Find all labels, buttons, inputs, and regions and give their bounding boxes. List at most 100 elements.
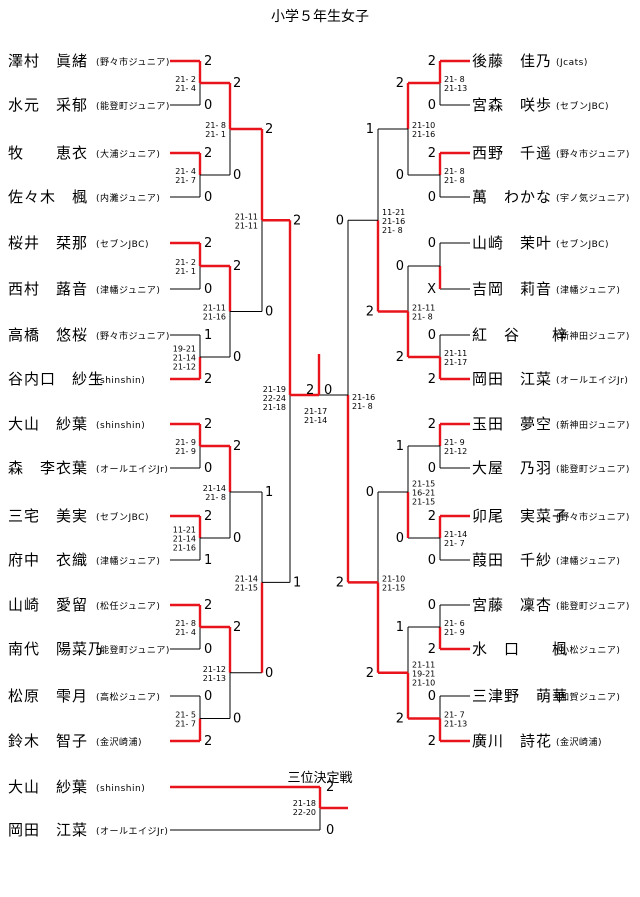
- score: 2: [204, 509, 212, 524]
- game-score: 21- 4: [175, 628, 196, 637]
- player-team: (能登町ジュニア): [556, 600, 630, 612]
- score: 2: [428, 54, 436, 69]
- game-score: 21- 9: [175, 438, 196, 447]
- player-team: (津幡ジュニア): [556, 555, 620, 567]
- score: 1: [396, 620, 404, 635]
- game-score: 21- 8: [205, 493, 226, 502]
- score: 0: [204, 461, 212, 476]
- score: 0: [336, 213, 344, 228]
- score: 0: [204, 642, 212, 657]
- player-name: 紅 谷 梓: [472, 326, 568, 344]
- game-score: 21-16: [412, 130, 435, 139]
- player-name: 吉岡 莉音: [472, 280, 552, 298]
- game-score: 21-13: [444, 720, 467, 729]
- score: 0: [396, 259, 404, 274]
- score: 2: [336, 575, 344, 590]
- game-score: 21-14: [304, 416, 327, 425]
- player-name: 府中 衣織: [8, 551, 88, 569]
- player-name: 岡田 江菜: [8, 821, 88, 839]
- game-score: 21-11: [235, 212, 258, 221]
- player-name: 西村 蕗音: [8, 280, 88, 298]
- score: 0: [428, 328, 436, 343]
- score: 0: [326, 823, 334, 838]
- player-team: (津幡ジュニア): [96, 284, 160, 296]
- game-score: 21-14: [173, 535, 196, 544]
- player-team: (野々市ジュニア): [556, 148, 630, 160]
- player-team: (能登町ジュニア): [96, 100, 170, 112]
- player-team: (野々市ジュニア): [96, 330, 170, 342]
- score: 1: [293, 575, 301, 590]
- score: 1: [265, 485, 273, 500]
- player-name: 澤村 眞緒: [8, 52, 88, 70]
- game-score: 21-14: [444, 530, 467, 539]
- score: 2: [396, 350, 404, 365]
- player-team: (新神田ジュニア): [556, 419, 630, 431]
- game-score: 21- 1: [175, 267, 196, 276]
- player-team: (shinshin): [96, 376, 145, 386]
- game-score: 21-11: [203, 304, 226, 313]
- game-score: 21- 8: [412, 313, 433, 322]
- player-team: (セブンJBC): [96, 238, 149, 250]
- player-team: (Jcats): [556, 58, 588, 68]
- player-name: 水元 采郁: [8, 96, 88, 114]
- player-name: 桜井 栞那: [8, 234, 88, 252]
- player-team: (小松ジュニア): [556, 644, 620, 656]
- score: 2: [326, 780, 334, 795]
- score: 2: [204, 372, 212, 387]
- score: 2: [428, 372, 436, 387]
- score: 0: [428, 461, 436, 476]
- score: 2: [396, 76, 404, 91]
- score: 2: [428, 642, 436, 657]
- score: 0: [233, 712, 241, 727]
- game-score: 21-11: [412, 304, 435, 313]
- game-score: 21- 2: [175, 75, 196, 84]
- score: 2: [428, 146, 436, 161]
- score: 0: [204, 282, 212, 297]
- score: 1: [204, 328, 212, 343]
- score: 2: [306, 383, 314, 398]
- game-score: 21- 8: [444, 167, 465, 176]
- game-score: 16-21: [412, 489, 435, 498]
- game-score: 21-14: [203, 484, 226, 493]
- game-score: 21- 7: [175, 176, 196, 185]
- player-name: 森 李衣葉: [8, 459, 88, 477]
- player-name: 鈴木 智子: [8, 732, 88, 750]
- player-name: 西野 千遥: [472, 144, 552, 162]
- player-name: 大屋 乃羽: [472, 459, 552, 477]
- player-name: 牧 恵衣: [8, 144, 88, 162]
- score: 0: [428, 190, 436, 205]
- game-score: 11-21: [173, 526, 196, 535]
- score: 0: [204, 190, 212, 205]
- player-team: (セブンJBC): [556, 238, 609, 250]
- game-score: 21- 7: [444, 711, 465, 720]
- game-score: 21-11: [235, 221, 258, 230]
- player-name: 高橋 悠桜: [8, 326, 88, 344]
- player-team: (新神田ジュニア): [556, 330, 630, 342]
- game-score: 22-20: [293, 808, 316, 817]
- score: 0: [428, 98, 436, 113]
- game-score: 21- 5: [175, 711, 196, 720]
- player-team: (宇ノ気ジュニア): [556, 192, 630, 204]
- score: 0: [428, 689, 436, 704]
- game-score: 21- 8: [444, 176, 465, 185]
- player-name: 葭田 千紗: [472, 551, 552, 569]
- game-score: 19-21: [173, 345, 196, 354]
- score: 2: [366, 305, 374, 320]
- game-score: 21- 8: [175, 619, 196, 628]
- player-name: 宮藤 凜杏: [472, 596, 552, 614]
- score: 2: [293, 213, 301, 228]
- game-score: 21-16: [173, 544, 196, 553]
- score: 2: [233, 259, 241, 274]
- score: 2: [265, 122, 273, 137]
- game-score: 21- 8: [444, 75, 465, 84]
- score: 2: [204, 54, 212, 69]
- score: 2: [396, 712, 404, 727]
- score: 2: [204, 734, 212, 749]
- player-team: (野々市ジュニア): [556, 511, 630, 523]
- score: 0: [396, 531, 404, 546]
- score: 2: [366, 666, 374, 681]
- score: 2: [233, 76, 241, 91]
- game-score: 21- 8: [352, 402, 373, 411]
- score: 2: [204, 417, 212, 432]
